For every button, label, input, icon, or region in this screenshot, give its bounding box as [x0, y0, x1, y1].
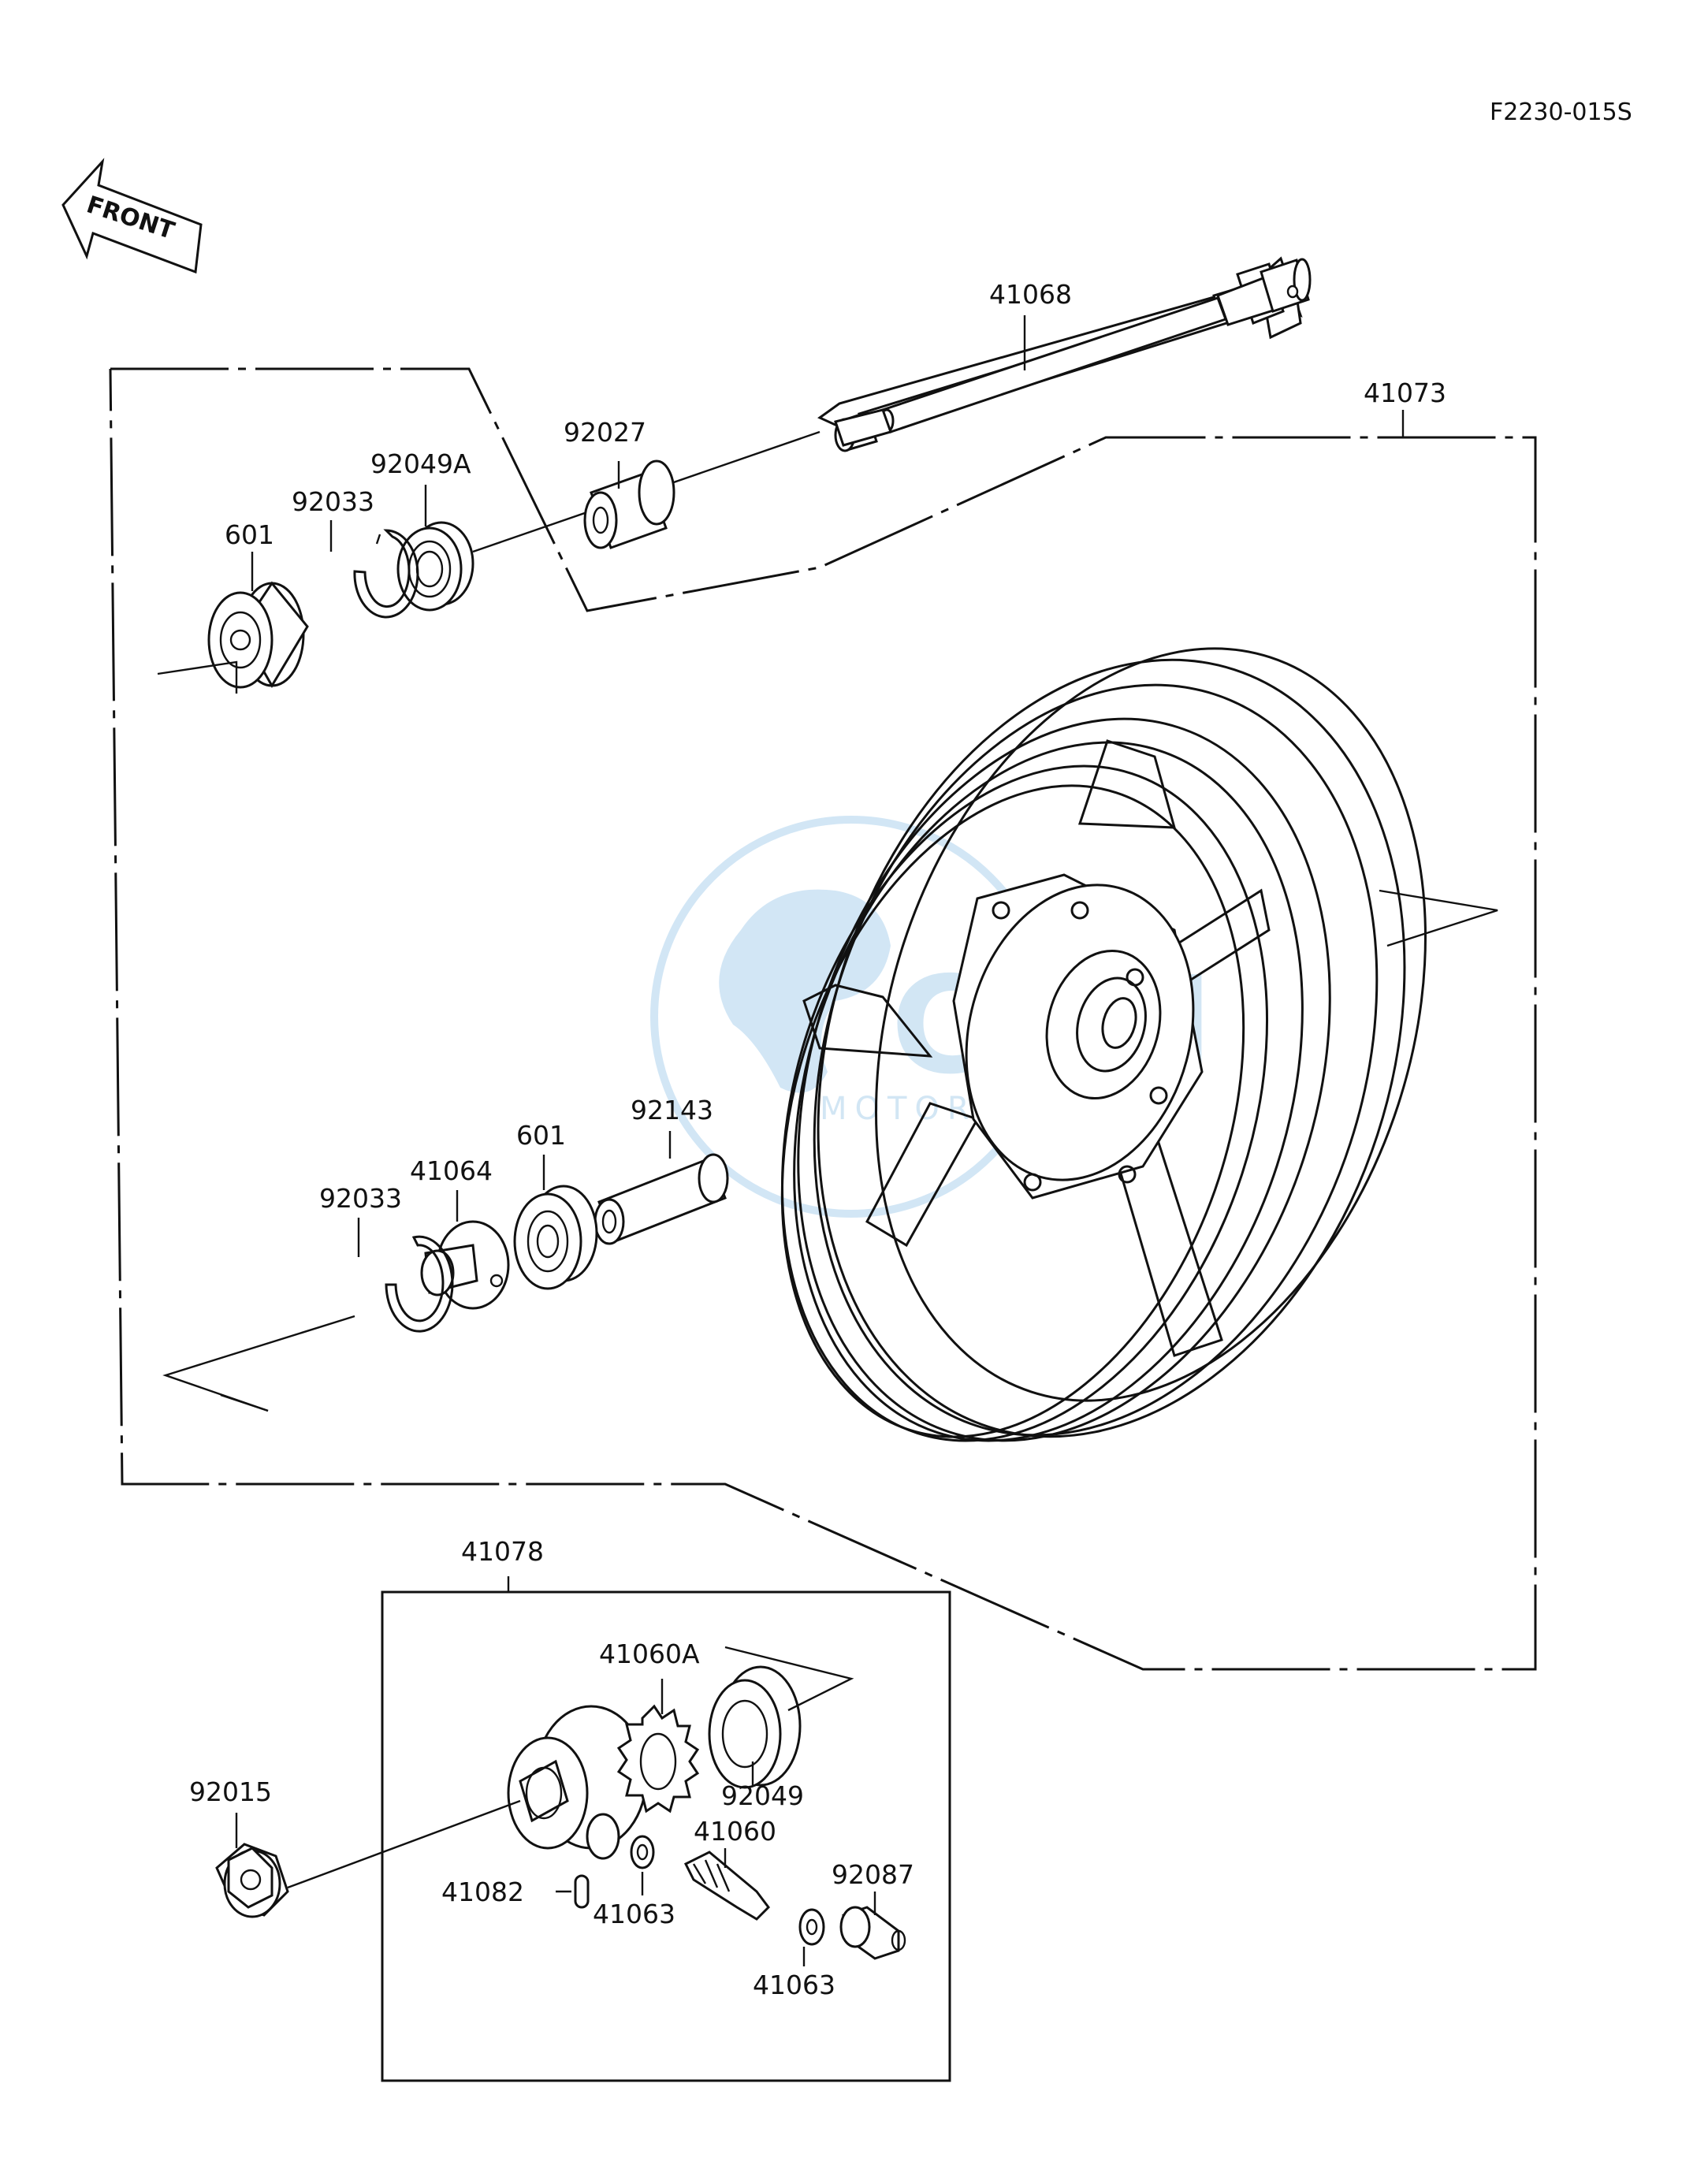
bearing-top	[396, 521, 474, 612]
washer-a	[630, 1835, 655, 1869]
label-41082: 41082	[441, 1877, 524, 1907]
meter-gear-housing	[507, 1705, 648, 1860]
label-601-mid: 601	[516, 1120, 566, 1151]
plane-line-seal	[724, 1646, 854, 1712]
axle-nut	[215, 1843, 289, 1918]
label-92027: 92027	[564, 417, 646, 448]
label-41078: 41078	[461, 1536, 544, 1567]
drive-gear	[616, 1704, 700, 1813]
label-41063-b: 41063	[753, 1970, 835, 2000]
label-92049a: 92049A	[370, 448, 471, 479]
label-41060a: 41060A	[599, 1639, 700, 1669]
label-41064: 41064	[410, 1155, 493, 1186]
bearing-assy-top	[207, 581, 309, 689]
bushing	[839, 1906, 906, 1960]
plane-line-top	[157, 660, 238, 694]
label-92143: 92143	[631, 1095, 713, 1125]
plane-line-right	[1379, 889, 1498, 947]
plane-line-mid	[162, 1315, 355, 1412]
label-92015: 92015	[189, 1776, 272, 1807]
label-92049: 92049	[721, 1780, 804, 1811]
label-92087: 92087	[832, 1859, 914, 1890]
label-41073: 41073	[1364, 378, 1446, 408]
diagram-ref-code: F2230-015S	[1490, 99, 1632, 126]
assembly-frame-left	[109, 367, 1537, 1671]
label-41063-a: 41063	[593, 1899, 675, 1929]
label-41068: 41068	[989, 279, 1072, 310]
axle-shaft	[834, 258, 1312, 447]
label-92033-mid: 92033	[319, 1183, 402, 1214]
oil-seal	[708, 1665, 802, 1789]
label-41060: 41060	[694, 1816, 776, 1847]
front-label: FRONT	[84, 191, 178, 245]
washer-b	[798, 1908, 825, 1946]
collar-mid	[594, 1153, 729, 1245]
retainer	[420, 1220, 510, 1310]
front-arrow-icon: FRONT	[61, 158, 203, 274]
label-601-top: 601	[225, 519, 274, 550]
collar-top	[583, 459, 675, 549]
meter-gear-box-frame	[381, 1590, 951, 2082]
bearing-assy-mid	[513, 1185, 598, 1290]
circlip-top	[353, 529, 419, 619]
wheel	[780, 647, 1427, 1442]
pinion	[683, 1851, 770, 1921]
meter-axis-line	[287, 1799, 521, 1889]
circlip-mid	[385, 1235, 454, 1333]
pin	[574, 1874, 590, 1909]
plane-line-mid-b	[220, 1393, 269, 1412]
label-92033-top: 92033	[292, 486, 374, 517]
